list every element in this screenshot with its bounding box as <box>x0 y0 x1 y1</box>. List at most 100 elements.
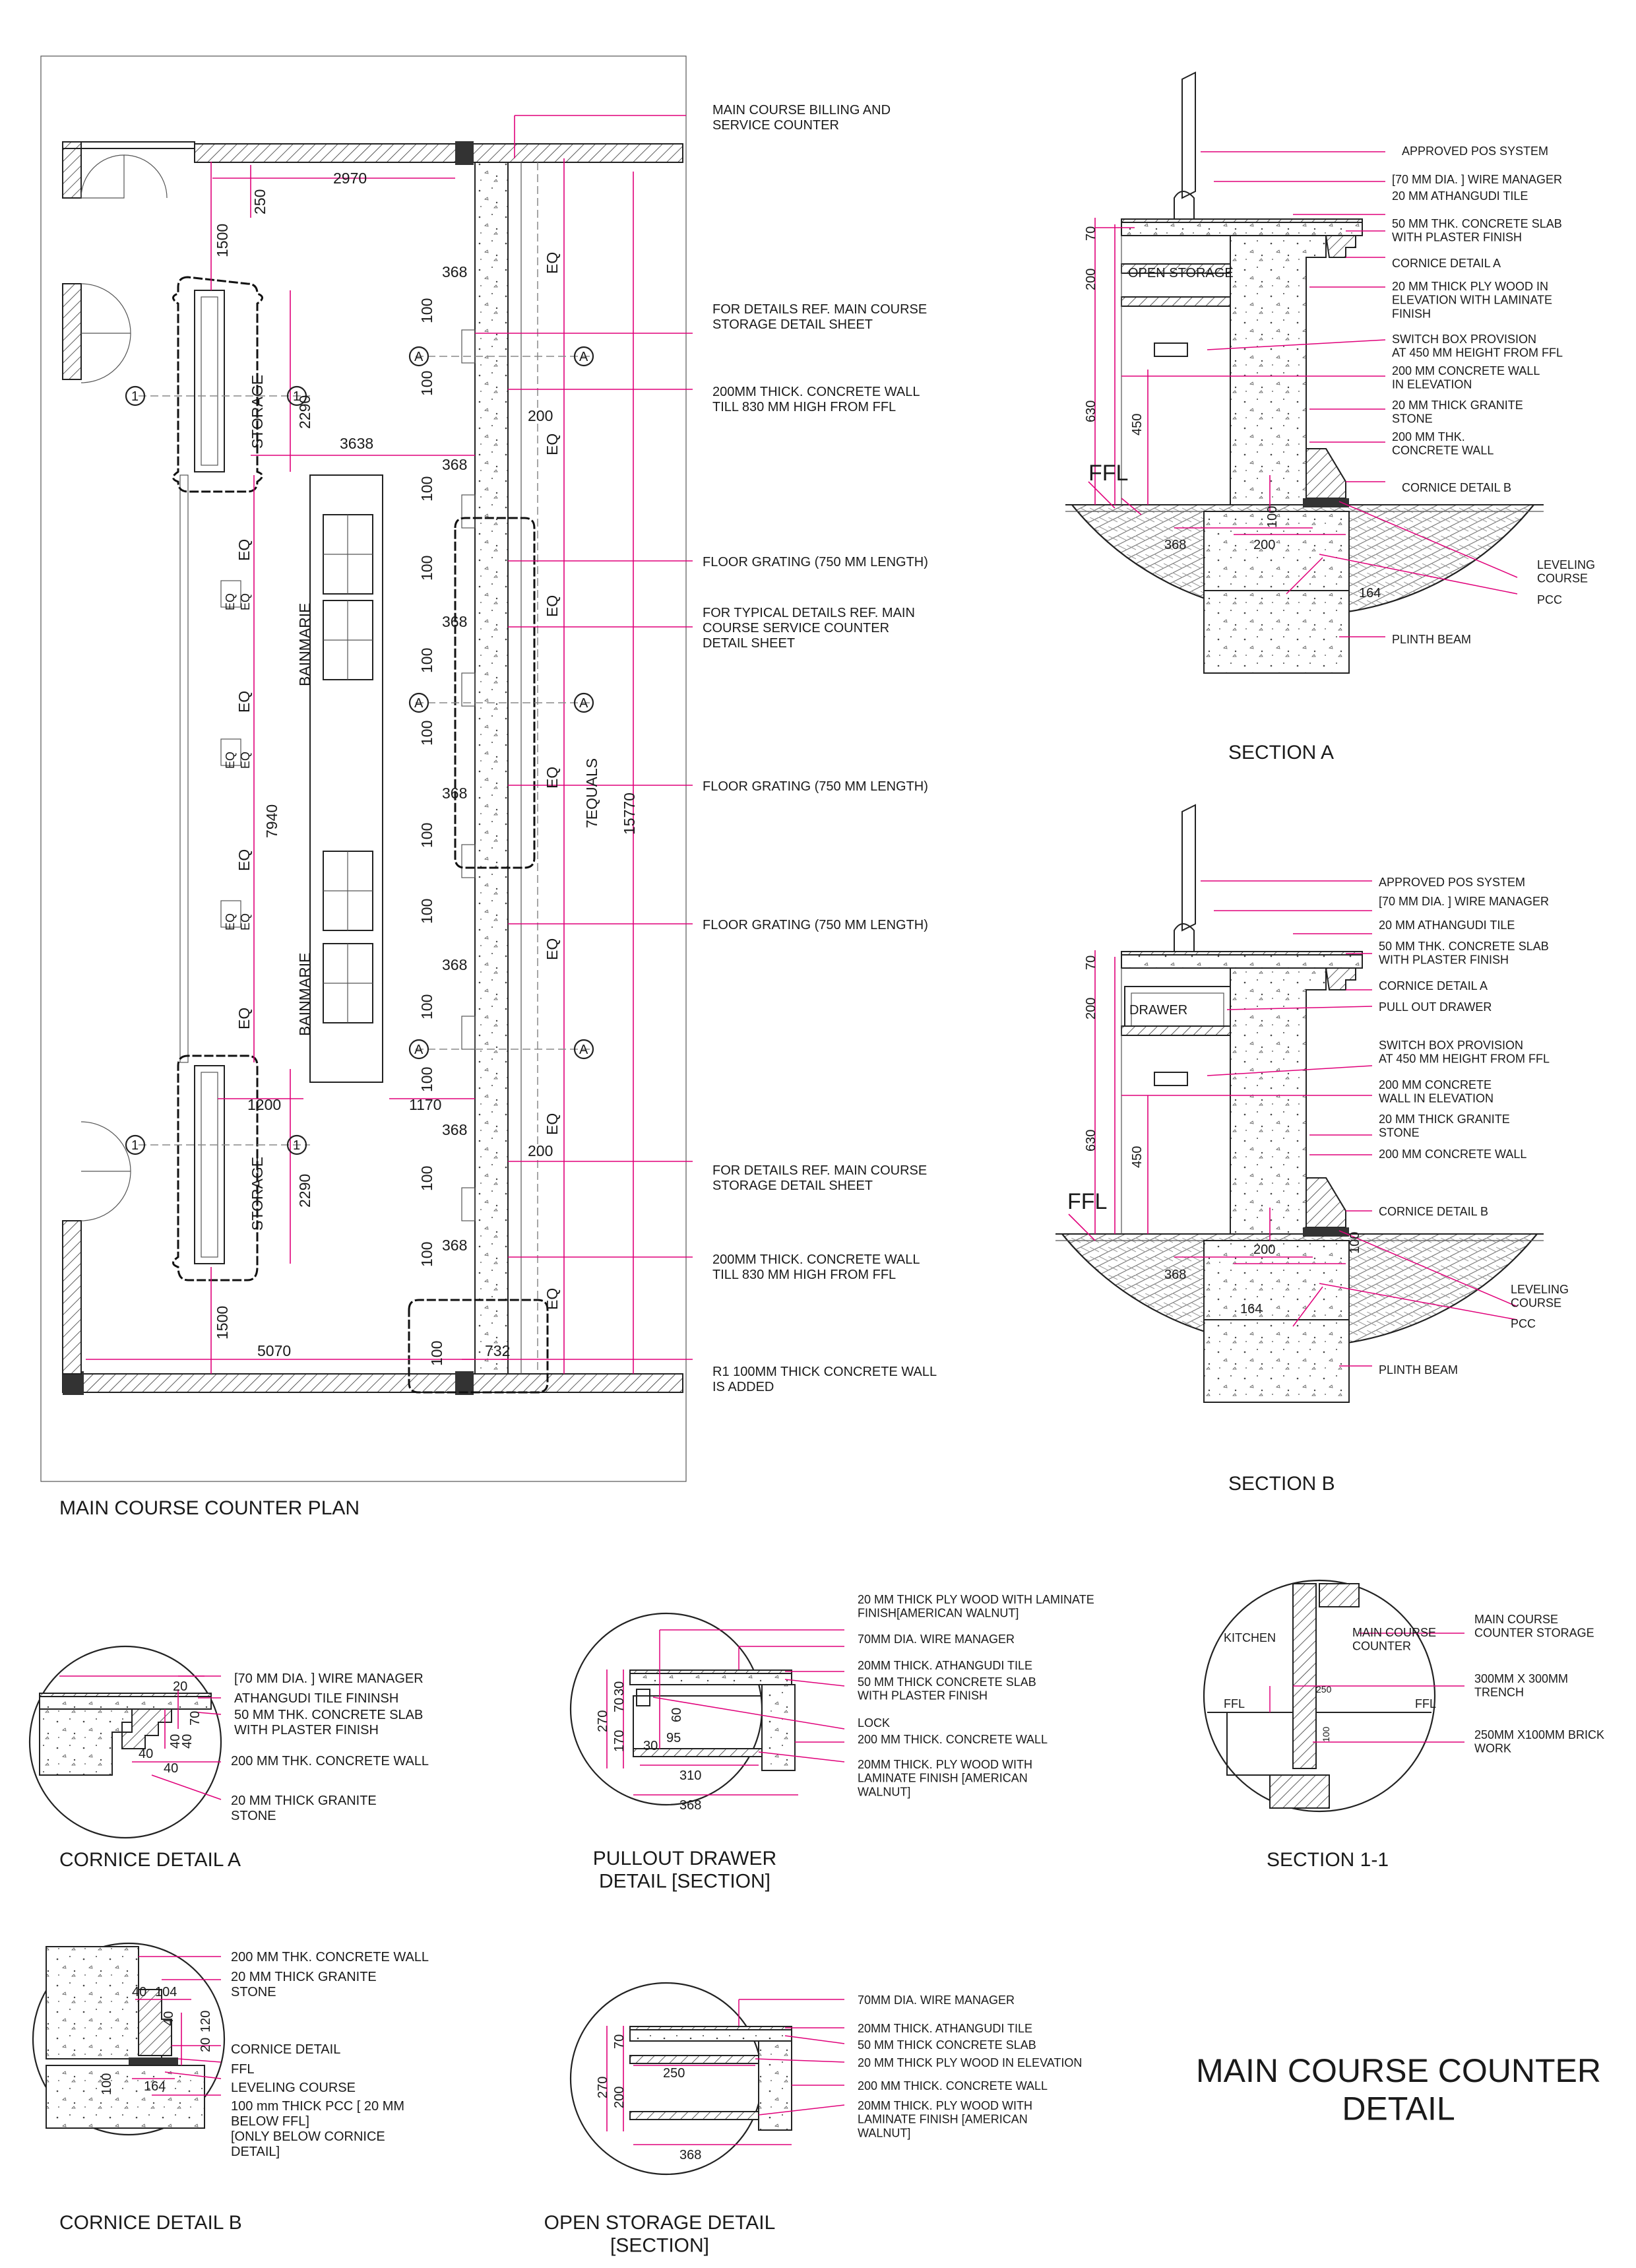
switch-box <box>1154 1072 1188 1086</box>
axis-a-2-right <box>573 692 594 713</box>
note-pos: APPROVED POS SYSTEM <box>1402 145 1548 158</box>
wall-gap-3 <box>461 672 476 707</box>
cornice-a-title: CORNICE DETAIL A <box>59 1849 241 1871</box>
plywood-base <box>629 2111 759 2120</box>
slab <box>629 2028 792 2042</box>
dim-100: 100 <box>418 556 435 581</box>
dim-368: 368 <box>1164 538 1186 552</box>
lock-icon <box>636 1689 650 1706</box>
note-wall: 200 MM THICK. CONCRETE WALL <box>858 1733 1048 1746</box>
door-head <box>62 141 195 149</box>
dim-100: 100 <box>418 994 435 1020</box>
granite-stone <box>1303 1227 1349 1237</box>
wall-gap-6 <box>461 1187 476 1221</box>
dim-200: 200 <box>1253 538 1275 552</box>
dim-368: 368 <box>442 956 467 973</box>
dim-368: 368 <box>442 1237 467 1254</box>
dim-100: 100 <box>418 1166 435 1191</box>
dim-100: 100 <box>1348 1232 1362 1254</box>
tile <box>39 1693 212 1697</box>
dim-30: 30 <box>612 1681 627 1696</box>
dim-70: 70 <box>1084 956 1098 970</box>
dim-1170: 1170 <box>409 1096 441 1113</box>
counter-cornice <box>1319 1583 1360 1607</box>
note-floor-grating-1: FLOOR GRATING (750 MM LENGTH) <box>703 555 928 569</box>
pcc <box>46 2065 205 2129</box>
wall-gap-2 <box>461 494 476 529</box>
dim-368: 368 <box>442 263 467 280</box>
pos-stand <box>1174 191 1195 222</box>
axis-1-label: 1 <box>293 1138 300 1153</box>
dim-164: 164 <box>1359 586 1381 600</box>
storage-label-top: STORAGE <box>249 375 266 449</box>
dim-100: 100 <box>418 823 435 848</box>
axis-a-1-left <box>408 346 429 367</box>
dim-70: 70 <box>612 2034 627 2049</box>
shelf-bottom <box>1121 296 1231 307</box>
section-1-1-title: SECTION 1-1 <box>1267 1849 1389 1871</box>
dim-40: 40 <box>180 1734 195 1749</box>
revision-cloud-r1 <box>408 1299 549 1394</box>
ffl-label: FFL <box>1067 1189 1107 1214</box>
wall-gap-1 <box>461 329 476 364</box>
note-wire-manager: 70MM DIA. WIRE MANAGER <box>858 1633 1015 1646</box>
grid-axis-markers <box>125 346 594 1155</box>
dim-630: 630 <box>1084 1130 1098 1151</box>
dim-eq: EQ <box>544 1113 561 1135</box>
slab <box>629 1672 792 1685</box>
storage-top-shelf <box>201 296 218 466</box>
cornice-b-title: CORNICE DETAIL B <box>59 2212 242 2234</box>
left-wall-lower <box>62 1220 82 1375</box>
axis-1-bottom-right <box>286 1134 307 1155</box>
axis-labels: 1 1 1 1 A A A A A A <box>131 350 588 1153</box>
door-swing-bottom <box>80 1171 131 1221</box>
cornice-detail-a: 20 70 40 40 40 40 [70 MM DIA. ] WIRE MAN… <box>28 1645 429 1871</box>
dim-120: 120 <box>199 2011 213 2032</box>
kitchen-label: KITCHEN <box>1224 1631 1276 1644</box>
dim-40: 40 <box>132 1985 146 1999</box>
top-wall <box>194 143 683 163</box>
axis-1-label: 1 <box>293 389 300 404</box>
dim-164: 164 <box>144 2079 166 2094</box>
pcc <box>1203 1240 1350 1320</box>
cornice-a-notes: [70 MM DIA. ] WIRE MANAGER ATHANGUDI TIL… <box>231 1671 429 1823</box>
storage-bottom <box>194 1065 225 1264</box>
dim-100: 100 <box>418 476 435 502</box>
note-ffl: FFL <box>231 2062 255 2077</box>
plywood-shelf <box>629 2055 759 2064</box>
axis-1-label: 1 <box>131 1138 139 1153</box>
dim-eq-small: EQ <box>224 752 237 769</box>
axis-1-top-left <box>125 385 146 406</box>
wall <box>761 1684 796 1771</box>
cornice-b-notes: 200 MM THK. CONCRETE WALL 20 MM THICK GR… <box>231 1950 429 2159</box>
axis-1-label: 1 <box>131 389 139 404</box>
section-a-notes: APPROVED POS SYSTEM [70 MM DIA. ] WIRE M… <box>1392 145 1595 646</box>
dim-200: 200 <box>612 2087 627 2108</box>
note-wire-manager: [70 MM DIA. ] WIRE MANAGER <box>234 1671 424 1686</box>
revision-cloud-grating <box>454 517 536 869</box>
axis-1-top-right <box>286 385 307 406</box>
pos-monitor <box>1181 804 1196 932</box>
note-leveling: LEVELING COURSE <box>231 2081 356 2095</box>
door-swing-top <box>80 154 125 199</box>
top-column <box>455 141 474 165</box>
granite-stone <box>1303 498 1349 507</box>
